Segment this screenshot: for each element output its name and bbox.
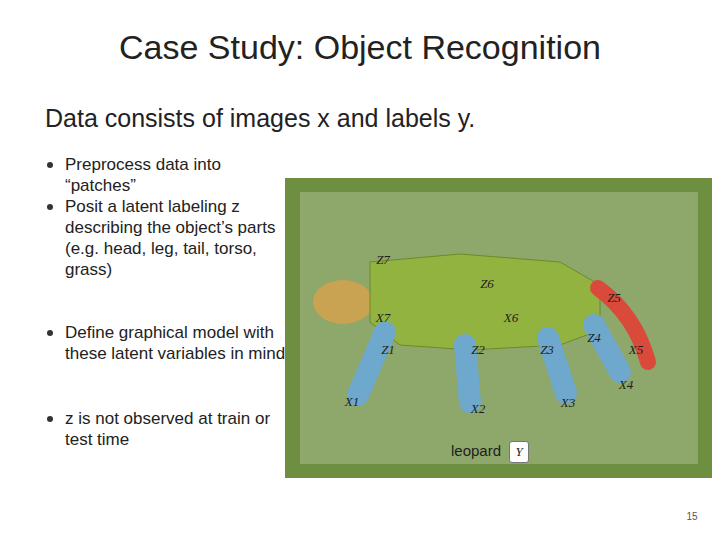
- bullet-dot: [47, 162, 53, 168]
- bullet-dot: [47, 204, 53, 210]
- bullet-text: Preprocess data into “patches”: [65, 154, 290, 196]
- leopard-head: [313, 280, 373, 324]
- subtitle: Data consists of images x and labels y.: [45, 104, 475, 133]
- leg-patches: [358, 325, 620, 402]
- bullet-text: z is not observed at train or test time: [65, 408, 290, 450]
- variable-label: X2: [471, 401, 485, 417]
- variable-label: Z5: [607, 290, 621, 306]
- class-label: leopard: [451, 442, 501, 459]
- variable-label: X5: [629, 342, 643, 358]
- page-number: 15: [686, 511, 697, 522]
- grass-photo: [285, 178, 712, 478]
- bullet-dot: [47, 416, 53, 422]
- tail-patch: [598, 288, 648, 362]
- bullet-text: Define graphical model with these latent…: [65, 322, 290, 364]
- variable-text: Y: [514, 444, 524, 460]
- variable-label: X4: [619, 377, 633, 393]
- bullet-dot: [47, 330, 53, 336]
- patch-overlay: [300, 192, 698, 464]
- variable-label: X6: [504, 310, 518, 326]
- variable-label: Z3: [540, 342, 554, 358]
- variable-label: Z6: [480, 276, 494, 292]
- variable-box: Y: [509, 441, 529, 463]
- torso-patch: [370, 254, 600, 350]
- slide-title: Case Study: Object Recognition: [0, 28, 720, 67]
- variable-label: X1: [345, 394, 359, 410]
- variable-label: Z4: [587, 330, 601, 346]
- variable-label: X7: [376, 310, 390, 326]
- variable-label: Z7: [376, 252, 390, 268]
- variable-label: X3: [561, 395, 575, 411]
- variable-label: Z2: [471, 342, 485, 358]
- variable-label: Z1: [381, 342, 395, 358]
- bullet-text: Posit a latent labeling z describing the…: [65, 196, 290, 280]
